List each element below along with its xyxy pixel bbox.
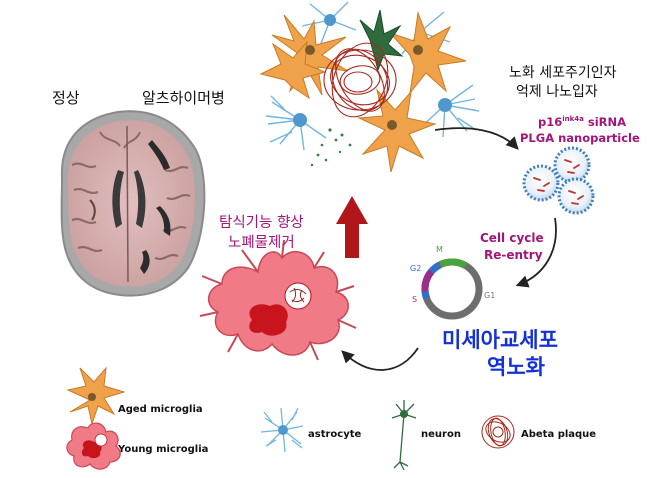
plga-label: PLGA nanoparticle — [520, 131, 640, 145]
arrow-to-nanoparticle — [434, 127, 519, 150]
neuron-icon — [391, 400, 417, 471]
plga-nanoparticles — [522, 146, 595, 215]
phagocytosis-label-line2: 노폐물제거 — [228, 234, 295, 251]
abeta-plaque-icon — [481, 415, 515, 449]
legend-abeta-plaque: Abeta plaque — [521, 429, 596, 440]
brain-cross-section — [60, 110, 206, 297]
abeta-plaque — [323, 42, 397, 118]
astrocyte-icon — [260, 407, 304, 453]
legend-astrocyte: astrocyte — [308, 429, 362, 440]
arrow-to-young-microglia — [341, 347, 419, 371]
rejuvenation-label-line2: 역노화 — [487, 355, 546, 379]
phase-g2-label: G2 — [410, 264, 421, 273]
red-up-arrow — [336, 196, 368, 258]
cell-cycle-ring: M G2 S G1 — [410, 245, 495, 320]
phase-g1-label: G1 — [484, 291, 495, 300]
rejuvenation-label-line1: 미세아교세포 — [442, 328, 558, 352]
nanoparticle-title-line1: 노화 세포주기인자 — [509, 65, 617, 81]
sirna-label: p16ink4a siRNA — [538, 115, 626, 129]
aged-microglia-icon — [66, 366, 126, 426]
neuron-icon-body — [400, 410, 408, 418]
phagocytosis-label-line1: 탐식기능 향상 — [219, 214, 304, 231]
normal-label: 정상 — [52, 89, 80, 107]
legend-aged-microglia: Aged microglia — [118, 404, 203, 415]
phase-m-label: M — [436, 245, 443, 254]
cell-cycle-label-line1: Cell cycle — [480, 231, 544, 245]
young-microglia-large — [199, 239, 357, 361]
alzheimer-label: 알츠하이머병 — [142, 89, 225, 107]
astrocyte-icon-nucleus — [278, 425, 288, 435]
plaque-scene — [259, 1, 480, 173]
legend-young-microglia: Young microglia — [117, 444, 208, 455]
arrow-to-cell-cycle — [515, 217, 557, 288]
nanoparticle-title-line2: 억제 나노입자 — [516, 84, 598, 100]
cell-cycle-label-line2: Re-entry — [484, 248, 543, 262]
phase-s-label: S — [412, 295, 417, 304]
legend-neuron: neuron — [421, 429, 461, 440]
young-microglia-icon — [66, 422, 121, 470]
astrocyte-cluster — [265, 1, 480, 151]
